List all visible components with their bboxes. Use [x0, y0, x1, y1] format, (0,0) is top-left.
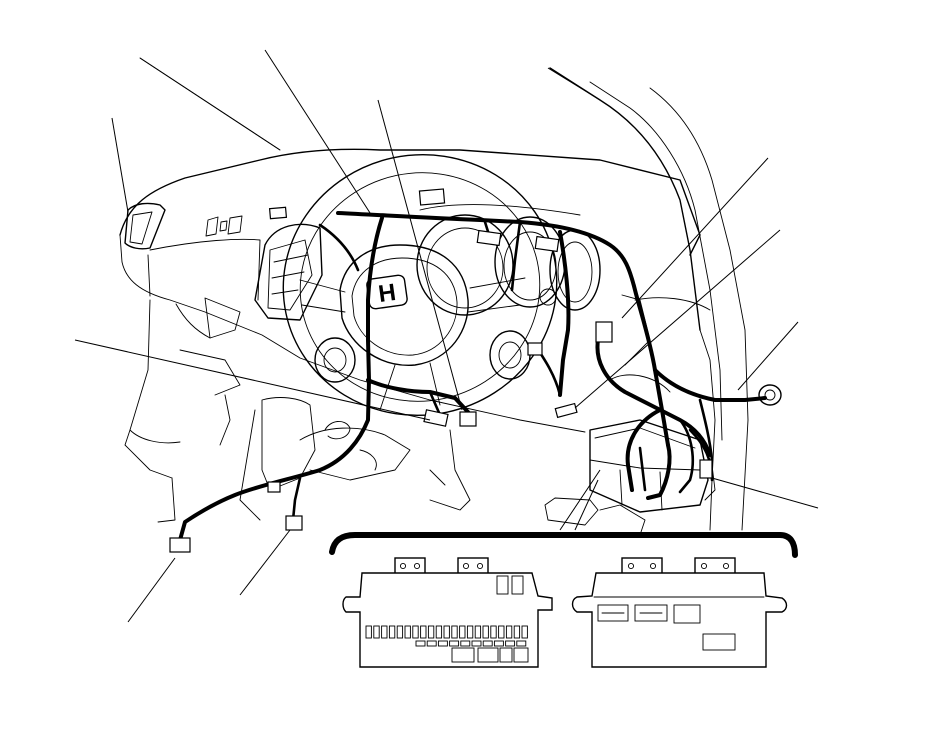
- connector-lower-center: [285, 515, 303, 531]
- connector-under-wheel-1: [423, 409, 449, 427]
- fuse-slot: [498, 625, 505, 639]
- fuse-slot: [404, 625, 411, 639]
- small-fuse-slot: [437, 640, 448, 647]
- small-fuse-slot: [516, 640, 527, 647]
- connector-lower-left: [169, 537, 191, 553]
- connector-cluster-right: [534, 235, 560, 253]
- small-fuse-slot: [505, 640, 516, 647]
- fuse-slot: [482, 625, 489, 639]
- fuse-slot: [443, 625, 450, 639]
- connector-ignition: [527, 342, 543, 356]
- fuse-slot: [474, 625, 482, 639]
- fuse-slot: [388, 625, 396, 639]
- fuse-slot: [435, 625, 443, 639]
- fuse-slot: [365, 625, 372, 639]
- small-fuse-slot: [415, 640, 426, 647]
- a-pillar-and-door: [549, 67, 782, 531]
- fuse-box-installed: [589, 419, 716, 513]
- fuse-box-rear-view: [571, 557, 788, 668]
- connector-fuse-box: [699, 459, 713, 479]
- connector-dash-right: [554, 402, 578, 419]
- small-fuse-slot: [471, 640, 482, 647]
- fuse-slot: [427, 625, 435, 639]
- connector-under-wheel-2: [459, 411, 477, 427]
- fuse-box-front-view: [342, 557, 553, 668]
- instrument-cluster: [314, 204, 601, 383]
- emblem-letter: H: [377, 279, 398, 308]
- connectors: [169, 188, 713, 553]
- relay-slot-row: [415, 640, 527, 647]
- fuse-slot: [381, 625, 388, 639]
- connector-right-switch: [595, 321, 613, 343]
- connector-top-left: [268, 206, 288, 220]
- small-fuse-slot: [493, 640, 504, 647]
- connector-top-center: [418, 188, 446, 206]
- wire-harness: [178, 211, 767, 542]
- fuse-slot-row: [365, 625, 528, 639]
- small-fuse-slot: [482, 640, 493, 647]
- small-fuse-slot: [426, 640, 437, 647]
- fuse-slot: [513, 625, 521, 639]
- leader-lines: [74, 49, 819, 623]
- connector-cluster-left: [476, 229, 502, 247]
- center-air-vent: [254, 223, 323, 321]
- fuse-slot: [396, 625, 404, 639]
- fuse-slot: [451, 625, 458, 639]
- fuse-slot: [459, 625, 466, 639]
- fuse-slot: [420, 625, 427, 639]
- fuse-slot: [412, 625, 419, 639]
- fuse-slot: [490, 625, 497, 639]
- fuse-slot: [505, 625, 513, 639]
- callout-bracket: [329, 532, 798, 558]
- fuse-slot: [521, 625, 528, 639]
- fuse-slot: [373, 625, 380, 639]
- steering-wheel: H: [282, 153, 558, 417]
- fuse-slot: [466, 625, 474, 639]
- connector-console: [267, 481, 281, 493]
- small-fuse-slot: [449, 640, 460, 647]
- small-fuse-slot: [460, 640, 471, 647]
